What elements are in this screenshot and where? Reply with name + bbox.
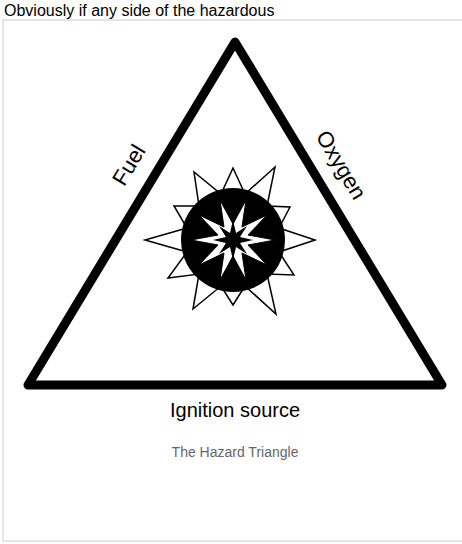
side-label: Fuel — [107, 140, 151, 190]
explosion-center — [213, 220, 253, 260]
side-label: Ignition source — [170, 399, 300, 422]
figure-frame — [3, 20, 462, 541]
explosion-core — [181, 188, 285, 292]
warning-triangle — [28, 42, 442, 385]
explosion-burst — [145, 167, 315, 314]
figure-caption: The Hazard Triangle — [172, 444, 299, 460]
side-label: Oxygen — [311, 126, 372, 204]
cut-off-text: Obviously if any side of the hazardous — [4, 2, 274, 20]
explosion-flash — [191, 200, 275, 280]
